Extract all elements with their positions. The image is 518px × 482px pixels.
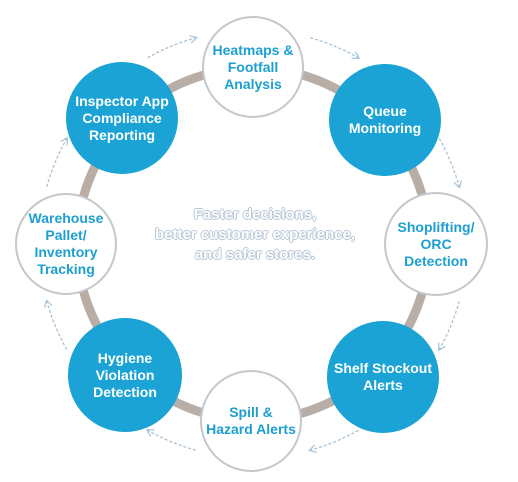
- flow-arrow: [148, 430, 196, 451]
- flow-arrow: [310, 37, 358, 58]
- node-warehouse[interactable]: Warehouse Pallet/ Inventory Tracking: [15, 193, 117, 295]
- node-inspector[interactable]: Inspector App Compliance Reporting: [66, 62, 178, 174]
- node-label: Hygiene Violation Detection: [93, 349, 157, 400]
- node-spill[interactable]: Spill & Hazard Alerts: [200, 370, 302, 472]
- flow-arrow: [147, 38, 196, 59]
- node-heatmaps[interactable]: Heatmaps & Footfall Analysis: [202, 16, 304, 118]
- node-label: Shelf Stockout Alerts: [333, 360, 432, 393]
- node-label: Inspector App Compliance Reporting: [75, 92, 169, 143]
- flow-arrow: [47, 301, 68, 350]
- node-hygiene[interactable]: Hygiene Violation Detection: [68, 318, 182, 432]
- node-label: Heatmaps & Footfall Analysis: [212, 41, 294, 92]
- flow-arrow: [439, 301, 460, 349]
- node-label: Spill & Hazard Alerts: [206, 404, 296, 437]
- flow-arrow: [46, 139, 67, 187]
- node-label: Queue Monitoring: [348, 103, 422, 136]
- node-queue[interactable]: Queue Monitoring: [329, 64, 441, 176]
- center-tagline: Faster decisions, better customer experi…: [154, 206, 356, 263]
- flow-arrows: [47, 38, 459, 450]
- node-label: Shoplifting/ ORC Detection: [397, 218, 475, 269]
- node-label: Warehouse Pallet/ Inventory Tracking: [28, 210, 104, 277]
- node-shoplifting[interactable]: Shoplifting/ ORC Detection: [384, 192, 488, 296]
- flow-arrow: [310, 429, 359, 450]
- flow-arrow: [438, 138, 459, 187]
- node-stockout[interactable]: Shelf Stockout Alerts: [327, 321, 439, 433]
